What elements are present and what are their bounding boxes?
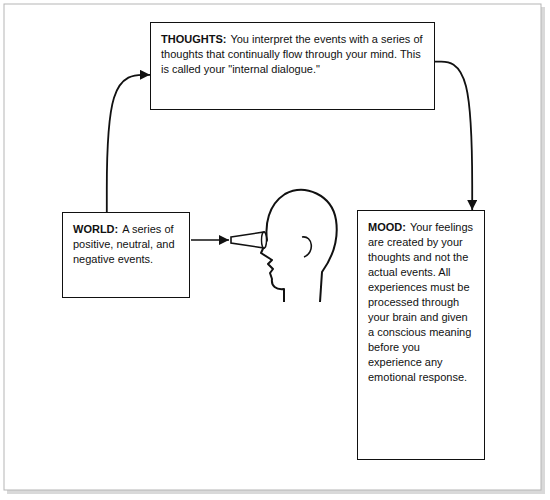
text-box: WORLD:A series of positive, neutral, and…	[62, 212, 190, 298]
image-frame	[4, 4, 541, 490]
box-heading: THOUGHTS:	[161, 33, 226, 45]
telescope-lens	[262, 232, 267, 248]
box-heading: MOOD:	[368, 221, 406, 233]
view-arrow	[191, 239, 229, 241]
box-text: WORLD:A series of positive, neutral, and…	[73, 222, 180, 267]
box-heading: WORLD:	[73, 223, 118, 235]
box-text: MOOD:Your feelings are created by your t…	[368, 220, 475, 385]
head-profile	[261, 190, 337, 302]
ear	[302, 237, 311, 257]
flow-arrow	[435, 62, 472, 210]
telescope	[231, 232, 264, 248]
flow-arrow	[107, 75, 150, 212]
box-text: THOUGHTS:You interpret the events with a…	[161, 32, 425, 77]
text-box: MOOD:Your feelings are created by your t…	[357, 210, 485, 460]
text-box: THOUGHTS:You interpret the events with a…	[150, 22, 435, 110]
box-body: Your feelings are created by your though…	[368, 221, 473, 383]
